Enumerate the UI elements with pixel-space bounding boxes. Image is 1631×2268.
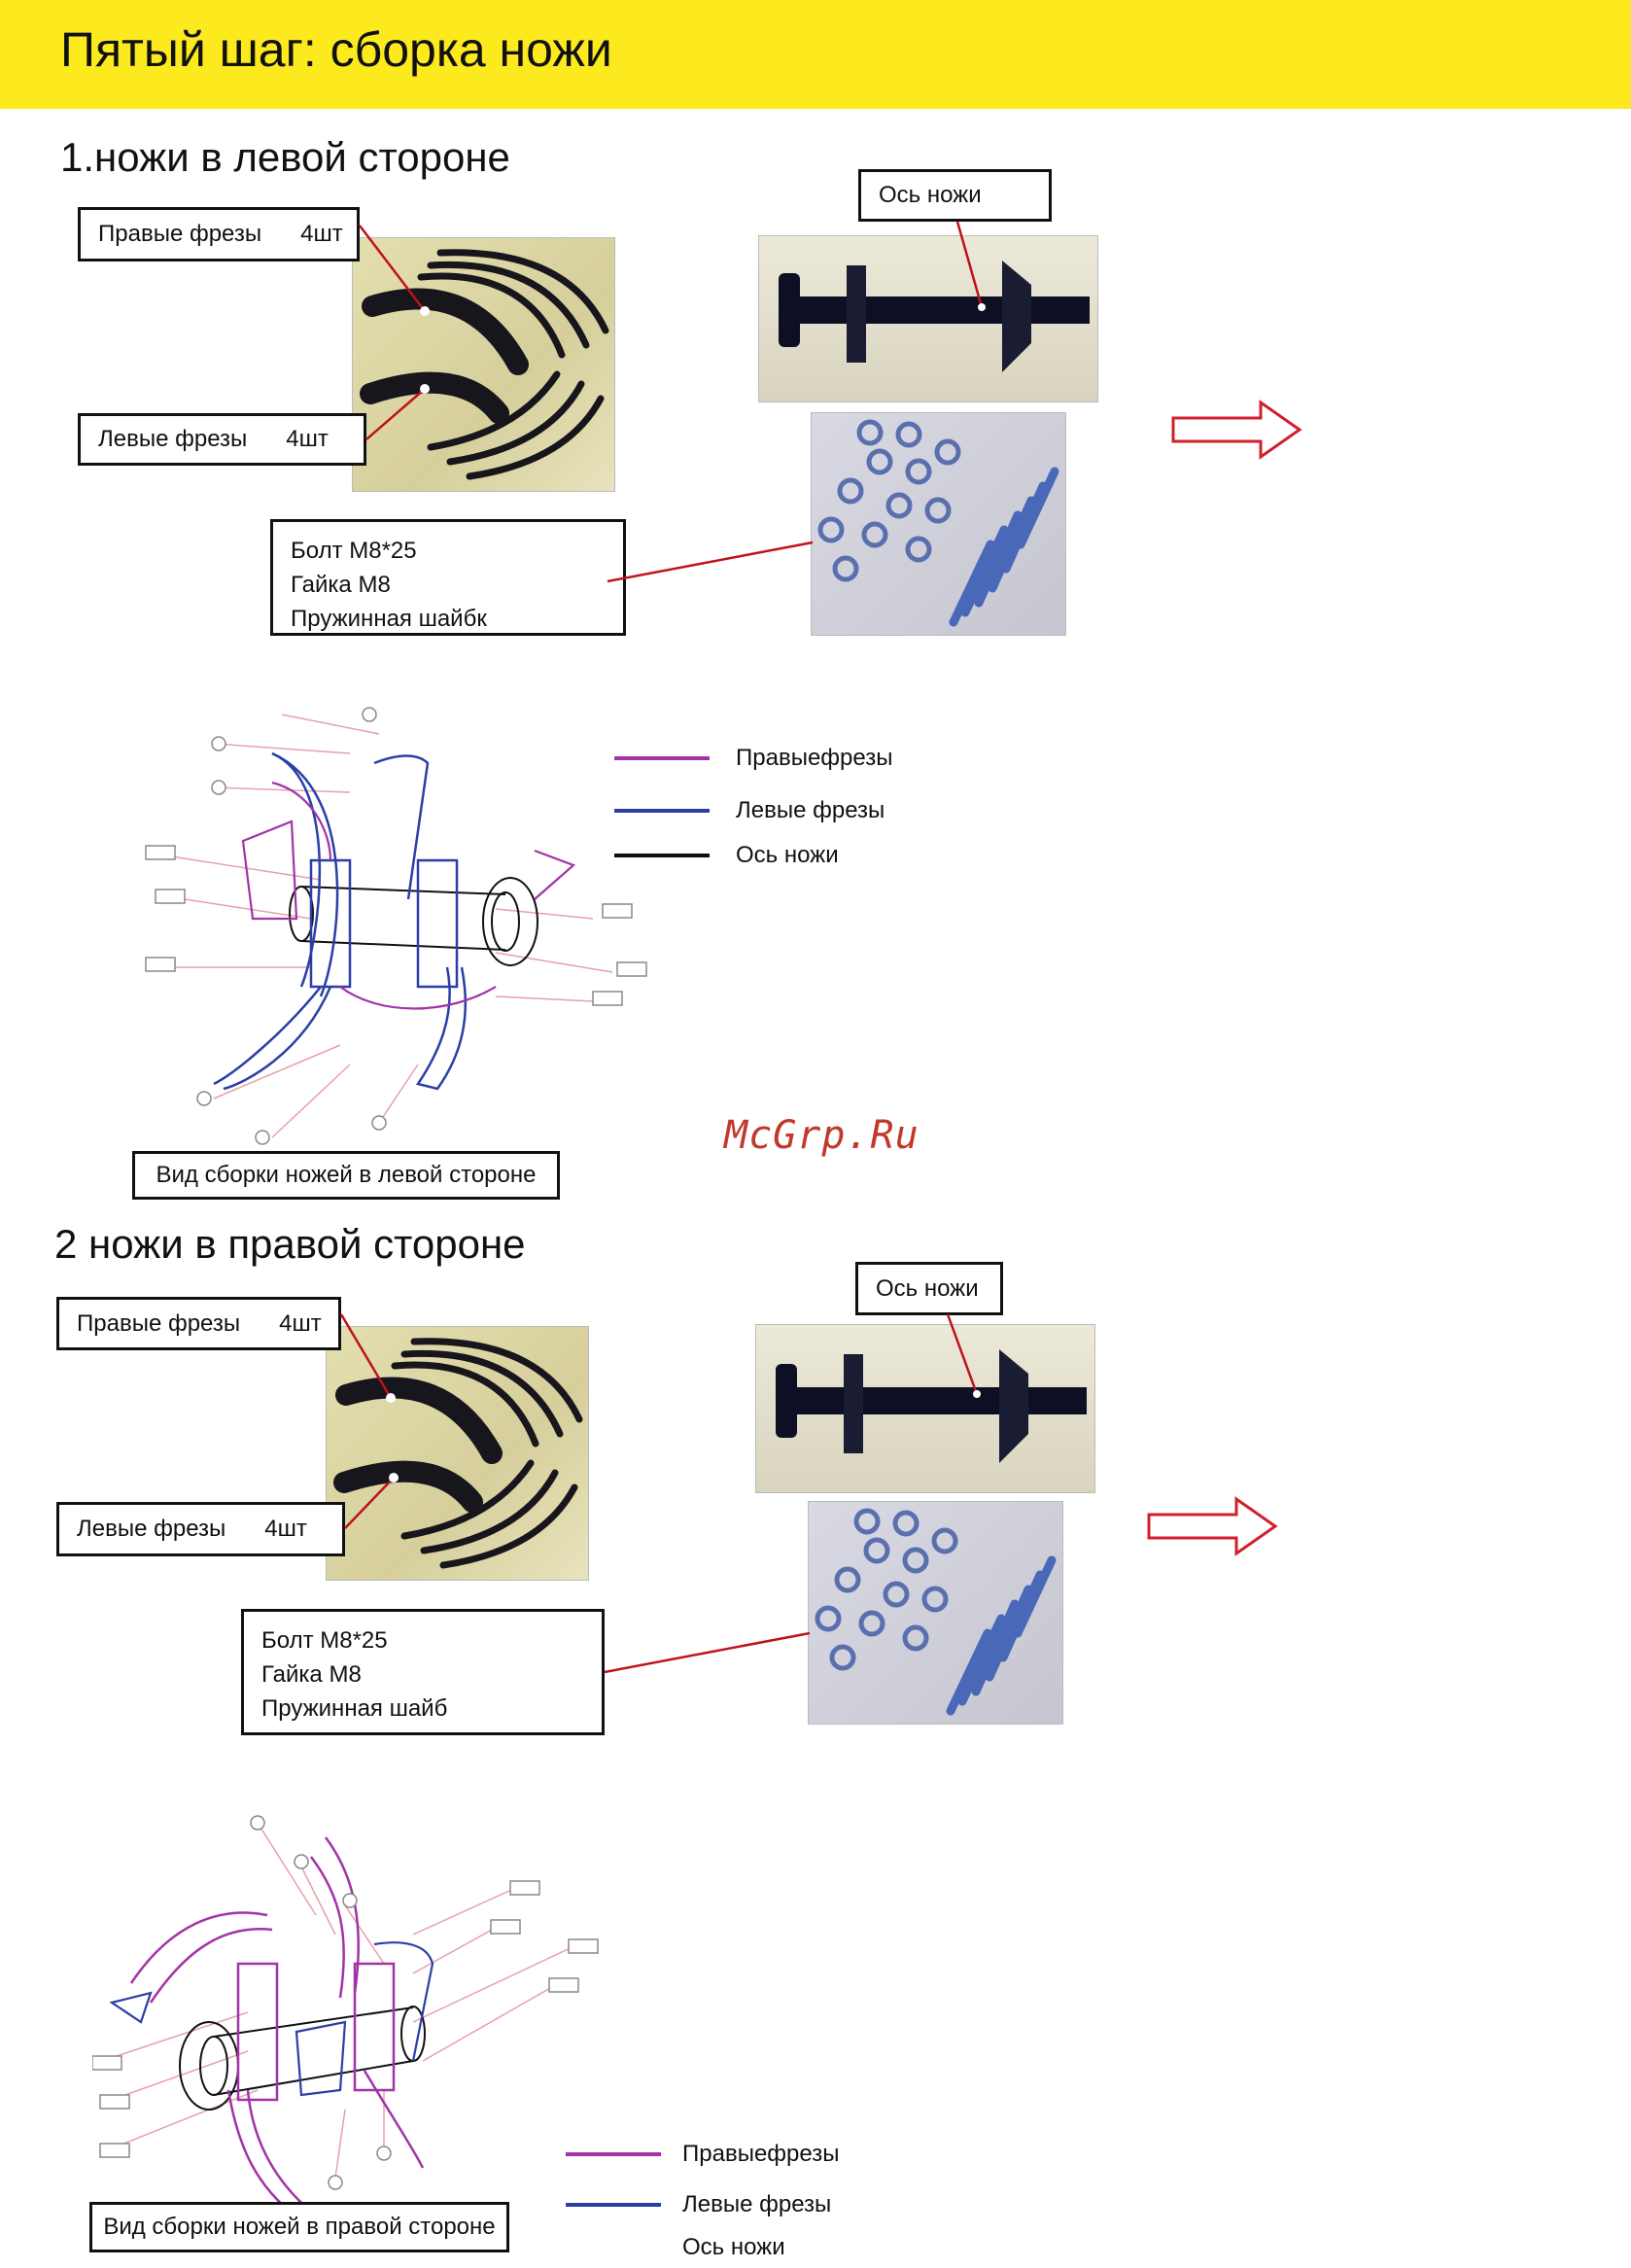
axle-text-2: Ось ножи xyxy=(876,1274,979,1302)
legend-2-lines xyxy=(566,2152,661,2207)
left-cutters-label: Левые фрезы 4шт xyxy=(78,413,366,466)
cutters-photo xyxy=(352,237,615,492)
axle-label-2: Ось ножи xyxy=(855,1262,1003,1315)
right-cutters-label: Правые фрезы 4шт xyxy=(78,207,360,262)
legend-1-lines xyxy=(614,756,710,857)
hardware-label: Болт М8*25 Гайка М8 Пружинная шайбк xyxy=(270,519,626,636)
legend-1-left: Левые фрезы xyxy=(736,797,885,823)
hardware-line-washer: Пружинная шайбк xyxy=(291,606,487,632)
right-cutters-count-2: 4шт xyxy=(279,1309,322,1337)
axle-photo xyxy=(758,235,1098,402)
axle-photo-2 xyxy=(755,1324,1095,1493)
right-cutters-text: Правые фрезы xyxy=(98,221,262,247)
hardware-photo-2 xyxy=(808,1501,1063,1725)
section-1-title: 1.ножи в левой стороне xyxy=(60,134,510,180)
hardware-label-2: Болт М8*25 Гайка М8 Пружинная шайб xyxy=(241,1609,605,1735)
cutters-photo-2 xyxy=(326,1326,589,1581)
right-cutters-count: 4шт xyxy=(300,221,343,247)
next-arrow-icon xyxy=(1171,400,1302,460)
legend-1-right: Правыефрезы xyxy=(736,745,893,771)
hardware-photo xyxy=(811,412,1066,636)
legend-2-left: Левые фрезы xyxy=(682,2191,832,2217)
page-header: Пятый шаг: сборка ножи xyxy=(0,0,1631,109)
legend-2-right: Правыефрезы xyxy=(682,2141,840,2167)
left-cutters-count-2: 4шт xyxy=(264,1516,307,1542)
watermark: McGrp.Ru xyxy=(724,1113,920,1158)
left-cutters-label-2: Левые фрезы 4шт xyxy=(56,1502,345,1556)
section-2-title: 2 ножи в правой стороне xyxy=(54,1221,526,1267)
next-arrow-icon-2 xyxy=(1147,1496,1278,1556)
left-assembly-diagram xyxy=(145,707,647,1145)
right-cutters-text-2: Правые фрезы xyxy=(77,1309,241,1337)
hardware-line-washer-2: Пружинная шайб xyxy=(261,1695,448,1722)
hardware-line-nut-2: Гайка М8 xyxy=(261,1661,362,1688)
left-cutters-text-2: Левые фрезы xyxy=(77,1516,226,1542)
hardware-line-bolt-2: Болт М8*25 xyxy=(261,1627,388,1654)
caption-2: Вид сборки ножей в правой стороне xyxy=(89,2202,509,2252)
left-cutters-text: Левые фрезы xyxy=(98,426,248,452)
right-assembly-diagram xyxy=(92,1815,599,2218)
page-title: Пятый шаг: сборка ножи xyxy=(60,22,612,77)
axle-text: Ось ножи xyxy=(879,182,982,208)
caption-1: Вид сборки ножей в левой стороне xyxy=(132,1151,560,1200)
legend-2-axle: Ось ножи xyxy=(682,2234,785,2260)
hardware-line-nut: Гайка М8 xyxy=(291,572,391,598)
axle-label: Ось ножи xyxy=(858,169,1052,222)
left-cutters-count: 4шт xyxy=(286,426,329,452)
legend-1-axle: Ось ножи xyxy=(736,842,839,868)
hardware-line-bolt: Болт М8*25 xyxy=(291,538,417,564)
right-cutters-label-2: Правые фрезы 4шт xyxy=(56,1297,341,1350)
